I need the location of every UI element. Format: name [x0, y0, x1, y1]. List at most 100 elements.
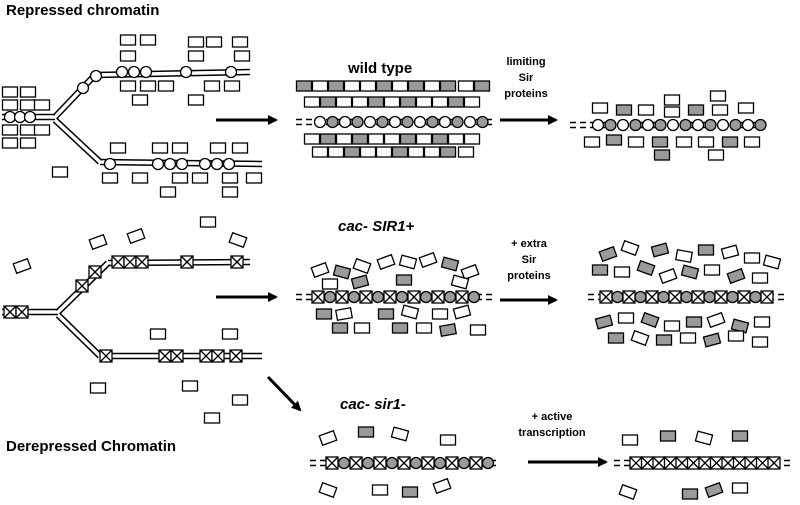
- nucleosome-cross: [645, 290, 659, 304]
- heading-repressed-chromatin: Repressed chromatin: [6, 2, 160, 19]
- nucleosome-cross: [407, 290, 421, 304]
- sir-protein: [209, 142, 227, 154]
- nucleosome: [313, 115, 327, 129]
- sir-protein: [694, 430, 714, 446]
- nucleosome: [413, 115, 427, 129]
- sir-protein: [12, 257, 32, 275]
- sir-protein: [415, 322, 433, 334]
- note-limiting-line3: proteins: [504, 88, 548, 100]
- nucleosome: [363, 115, 377, 129]
- nucleosome: [409, 456, 423, 470]
- sir-protein: [391, 146, 409, 158]
- note-active-line2: transcription: [518, 427, 586, 439]
- sir-protein: [618, 483, 638, 501]
- nucleosome: [654, 118, 667, 132]
- sir-protein: [663, 320, 681, 332]
- sir-protein: [407, 80, 425, 92]
- nucleosome-cross: [311, 290, 325, 304]
- sir-protein: [187, 50, 205, 62]
- sir-protein: [343, 80, 361, 92]
- sir-protein: [318, 481, 338, 499]
- sir-protein: [607, 332, 625, 344]
- nucleosome-cross: [733, 456, 746, 470]
- nucleosome-cross: [373, 456, 387, 470]
- nucleosome-cross: [397, 456, 411, 470]
- nucleosome-cross: [158, 349, 172, 363]
- sir-protein: [399, 96, 417, 108]
- sir-protein: [731, 482, 749, 494]
- label-cac-SIR1-plus: cac- SIR1+: [338, 218, 415, 235]
- sir-protein: [447, 96, 465, 108]
- sir-protein: [231, 142, 249, 154]
- nucleosome: [361, 456, 375, 470]
- sir-protein: [245, 172, 263, 184]
- nucleosome: [351, 115, 364, 129]
- nucleosome: [224, 65, 238, 79]
- sir-protein: [591, 102, 609, 114]
- sir-protein: [697, 136, 715, 148]
- nucleosome-cross: [629, 456, 643, 470]
- nucleosome-cross: [714, 290, 728, 304]
- sir-protein: [709, 90, 727, 102]
- sir-protein: [131, 172, 149, 184]
- note-extra-line2: Sir: [521, 254, 537, 266]
- nucleosome: [604, 118, 617, 132]
- sir-protein: [352, 257, 372, 275]
- nucleosome: [726, 290, 739, 304]
- sir-protein: [221, 186, 239, 198]
- label-wild-type: wild type: [348, 60, 413, 77]
- sir-protein: [703, 264, 721, 276]
- sir-protein: [151, 142, 169, 154]
- nucleosome: [222, 157, 236, 171]
- note-active-line1: + active: [531, 411, 573, 423]
- sir-protein: [726, 267, 746, 285]
- nucleosome: [679, 118, 692, 132]
- sir-protein: [463, 96, 481, 108]
- sir-protein: [598, 245, 618, 263]
- nucleosome: [419, 290, 433, 304]
- sir-protein: [627, 136, 645, 148]
- sir-protein: [334, 307, 354, 321]
- sir-protein: [383, 133, 401, 145]
- sir-protein: [751, 336, 769, 348]
- nucleosome-cross: [229, 349, 243, 363]
- note-extra-sir: + extra Sir proteins: [494, 236, 564, 284]
- nucleosome: [611, 290, 624, 304]
- sir-protein: [350, 274, 370, 290]
- nucleosome: [749, 290, 762, 304]
- sir-protein: [743, 136, 761, 148]
- sir-protein: [591, 264, 609, 276]
- dna-strand: [56, 117, 103, 161]
- nucleosome: [23, 110, 37, 124]
- sir-protein: [450, 274, 470, 290]
- nucleosome-cross: [721, 456, 735, 470]
- sir-protein: [303, 96, 321, 108]
- nucleosome: [89, 69, 103, 83]
- nucleosome: [179, 65, 193, 79]
- sir-protein: [343, 146, 361, 158]
- nucleosome-cross: [698, 456, 712, 470]
- sir-protein: [707, 149, 725, 161]
- sir-protein: [88, 233, 108, 251]
- sir-protein: [321, 278, 339, 290]
- nucleosome-cross: [88, 265, 102, 279]
- nucleosome: [457, 456, 471, 470]
- nucleosome-cross: [349, 456, 363, 470]
- nucleosome: [388, 115, 402, 129]
- heading-derepressed-chromatin: Derepressed Chromatin: [6, 438, 177, 455]
- nucleosome-cross: [664, 456, 677, 470]
- sir-protein: [126, 227, 146, 245]
- nucleosome-cross: [455, 290, 469, 304]
- nucleosome: [704, 118, 717, 132]
- sir-protein: [101, 172, 119, 184]
- sir-protein: [621, 434, 639, 446]
- sir-protein: [415, 96, 433, 108]
- nucleosome: [326, 115, 339, 129]
- sir-protein: [221, 328, 239, 340]
- sir-protein: [319, 133, 337, 145]
- nucleosome-cross: [687, 456, 700, 470]
- sir-protein: [1, 137, 19, 149]
- nucleosome-cross: [710, 456, 723, 470]
- dna-strand: [56, 76, 98, 120]
- note-extra-line1: + extra: [511, 238, 547, 250]
